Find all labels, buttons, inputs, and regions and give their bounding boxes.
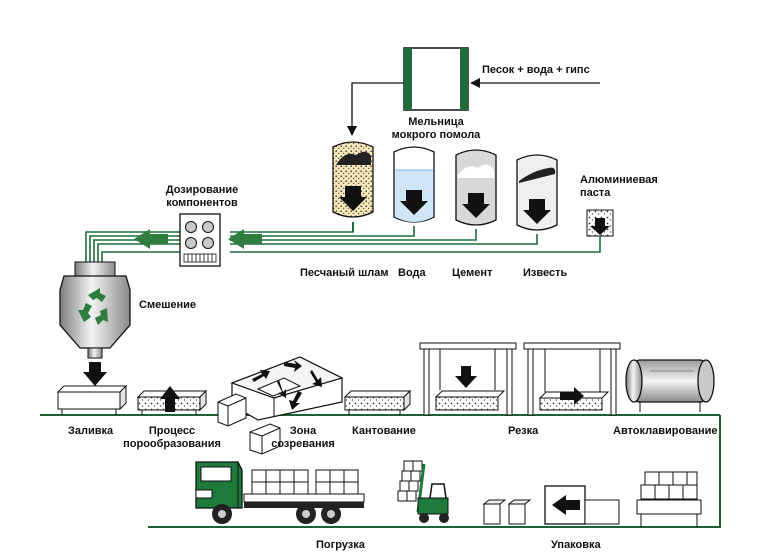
mill-input-label: Песок + вода + гипс [482,64,590,76]
maturing-zone [230,356,344,421]
mill-label-line1: Мельница [408,116,464,128]
tilting-mold [343,389,412,415]
aluminum-paste-box [586,209,614,237]
water-tank [393,146,435,223]
cement-label: Цемент [452,267,493,279]
arrow-right-icon [252,360,322,410]
pore-label-line1: Процесс [148,425,196,437]
pore-label-line2: порообразования [123,438,221,450]
tilting-label: Кантование [352,425,416,437]
mixer [59,261,131,359]
loading-label: Погрузка [316,539,365,551]
dosing-label-line1: Дозирование [165,184,239,196]
return-line [148,415,721,528]
dosing-unit [179,213,221,267]
arrow-down-icon [83,362,107,386]
sand-slurry-tank [332,141,374,232]
maturing-label-line1: Зона [289,425,317,437]
cutting-frame-icon [523,342,621,416]
cutting-label: Резка [508,425,539,437]
recycle-icon [78,288,108,325]
autoclaving-label: Автоклавирование [613,425,718,437]
aluminum-label-line1: Алюминиевая [580,174,658,186]
cement-tank [455,149,497,226]
mixing-label: Смешение [139,299,197,311]
lime-label: Известь [523,267,568,279]
truck-icon [195,461,365,524]
maturing-block-1 [217,393,247,427]
packed-block-2 [507,499,532,525]
sand-slurry-label: Песчаный шлам [300,267,389,279]
packing-stack [636,471,702,527]
arrow-up-icon [160,386,180,412]
aluminum-label-line2: паста [580,187,611,199]
wet-mill [403,47,469,111]
mill-label-line2: мокрого помола [391,129,481,141]
maturing-block-2 [249,423,281,455]
mill-input-arrow [470,78,600,88]
packing-machine [544,485,620,525]
autoclave-icon [625,359,715,412]
pouring-label: Заливка [68,425,114,437]
packing-label: Упаковка [551,539,601,551]
packed-block-1 [482,499,507,525]
pore-formation-mold [136,386,208,415]
maturing-label-line2: созревания [271,438,335,450]
arrow-left-icon [134,229,168,249]
dosing-label-line2: компонентов [166,197,238,209]
cutting-frame-icon [419,342,517,416]
pouring-mold [56,384,128,415]
mill-to-slurry-arrow [347,82,404,136]
forklift-icon [397,460,449,523]
arrow-left-icon [228,229,262,249]
lime-tank [516,154,558,231]
water-label: Вода [398,267,426,279]
